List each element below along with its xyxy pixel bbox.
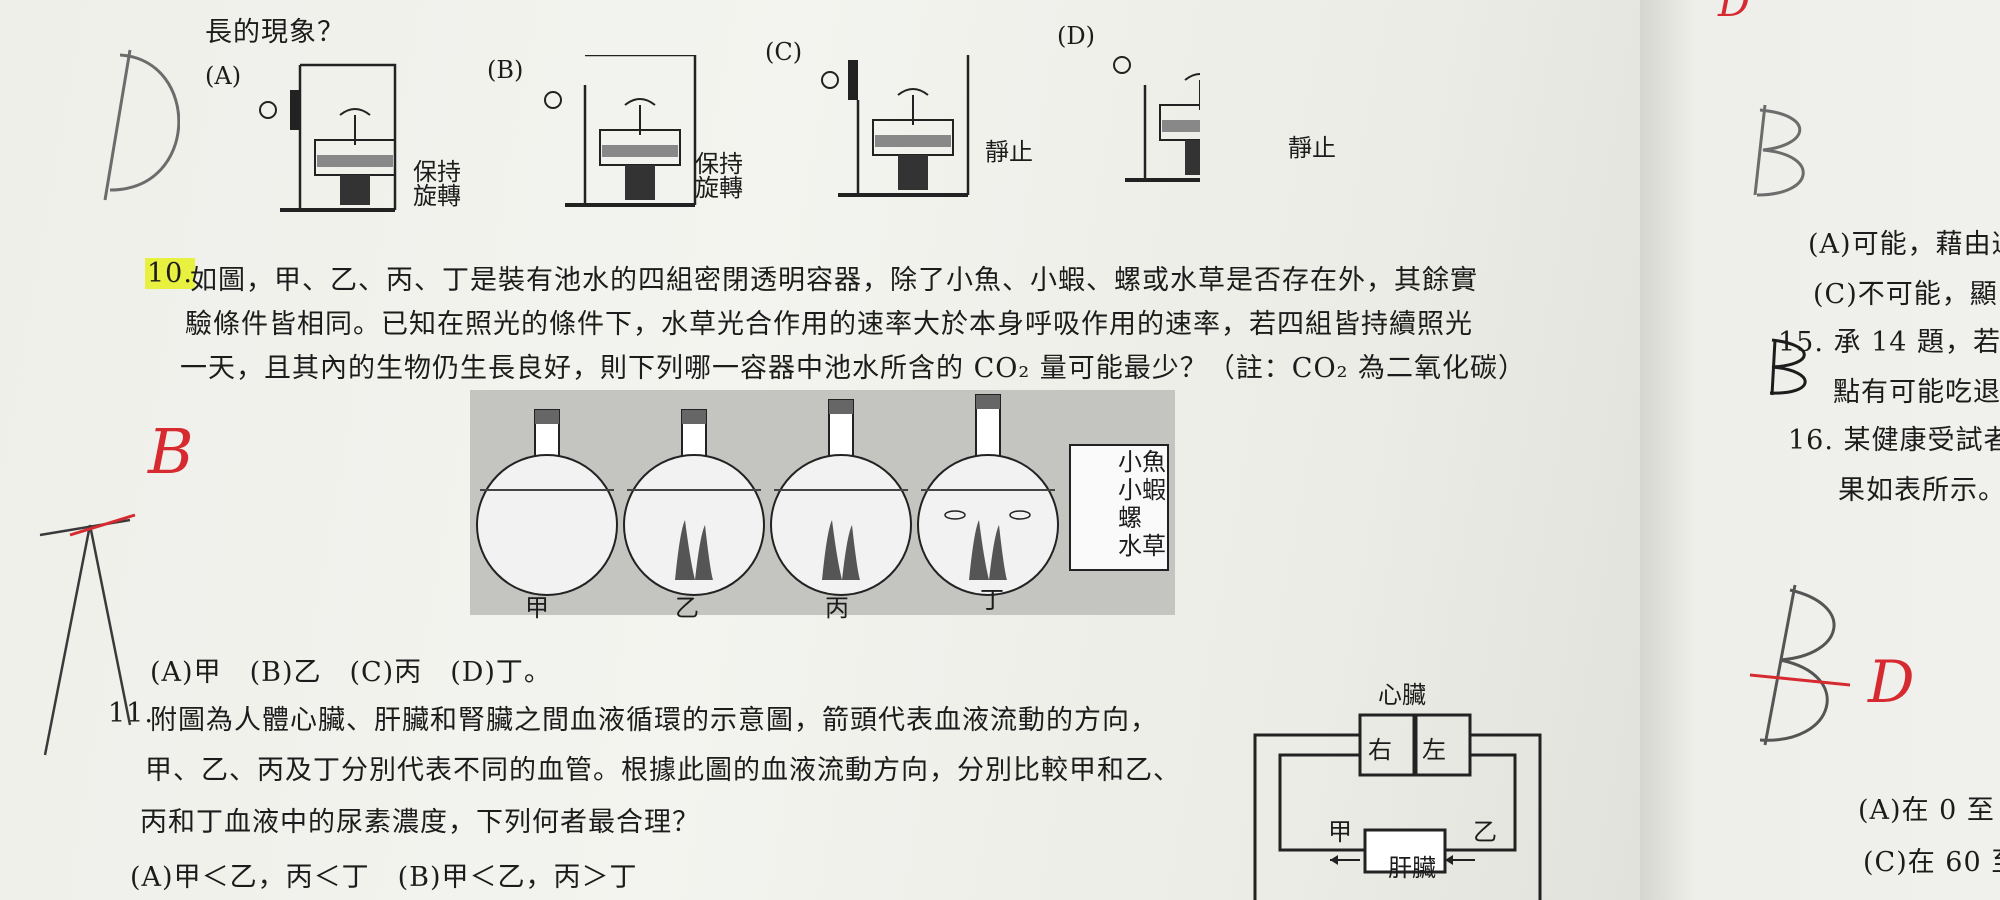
diagram-left: 左 bbox=[1422, 736, 1446, 764]
q11-line-3: 丙和丁血液中的尿素濃度，下列何者最合理？ bbox=[140, 807, 700, 838]
diagram-heart: 心臟 bbox=[1378, 681, 1426, 709]
diagram-yi: 乙 bbox=[1473, 818, 1497, 846]
flask-experiment-figure bbox=[470, 390, 1175, 615]
legend-waterweed: 水草 bbox=[1118, 532, 1166, 560]
flask-yi bbox=[623, 409, 765, 596]
q9-tail-text: 長的現象？ bbox=[205, 17, 345, 48]
label-keep-rotating-a: 保持旋轉 bbox=[413, 158, 461, 210]
q9-option-a: (A) bbox=[205, 62, 242, 90]
right-option-a: (A)可能，藉由運 bbox=[1808, 229, 2000, 260]
flask-ding bbox=[917, 394, 1059, 596]
diagram-jia: 甲 bbox=[1328, 818, 1352, 846]
pen-b-right-dark bbox=[1769, 338, 1807, 396]
flask-jia bbox=[476, 409, 618, 596]
legend-snail: 螺 bbox=[1118, 504, 1142, 532]
red-ink-b: B bbox=[148, 415, 194, 488]
q11-line-2: 甲、乙、丙及丁分別代表不同的血管。根據此圖的血液流動方向，分別比較甲和乙、 bbox=[145, 755, 1181, 786]
right-q16-cont: 果如表所示。 bbox=[1838, 475, 2000, 506]
right-bottom-c: (C)在 60 至 bbox=[1863, 847, 2000, 878]
q10-number: 10. bbox=[145, 258, 195, 289]
q9-option-c: (C) bbox=[765, 38, 803, 66]
q10-choices: (A)甲 (B)乙 (C)丙 (D)丁。 bbox=[150, 657, 552, 688]
red-ink-top-right: D bbox=[1718, 0, 1751, 26]
right-bottom-a: (A)在 0 至 bbox=[1858, 795, 1995, 826]
q11-choices: (A)甲＜乙，丙＜丁 (B)甲＜乙，丙＞丁 bbox=[130, 862, 638, 893]
red-ink-d: D bbox=[1868, 648, 1915, 716]
pen-b-crossed bbox=[1749, 584, 1851, 746]
diagram-right: 右 bbox=[1368, 736, 1392, 764]
flask-bing bbox=[770, 399, 912, 596]
apparatus-c bbox=[821, 55, 970, 197]
legend-box bbox=[1069, 444, 1169, 571]
flask-label-bing: 丙 bbox=[825, 594, 849, 622]
flask-label-ding: 丁 bbox=[980, 586, 1004, 614]
apparatus-a bbox=[259, 63, 397, 212]
right-q16: 16. 某健康受試者 bbox=[1788, 425, 2000, 456]
right-option-c: (C)不可能，顯 bbox=[1813, 279, 1998, 310]
label-still-d: 靜止 bbox=[1288, 134, 1336, 162]
flask-label-yi: 乙 bbox=[675, 594, 699, 622]
flask-legend: 小魚 小蝦 螺 水草 bbox=[1118, 448, 1166, 560]
q9-option-d: (D) bbox=[1057, 22, 1095, 50]
q10-line-2: 驗條件皆相同。已知在照光的條件下，水草光合作用的速率大於本身呼吸作用的速率，若四… bbox=[185, 309, 1473, 340]
apparatus-d bbox=[1113, 56, 1200, 182]
right-q15: 15. 承 14 題，若一 bbox=[1778, 327, 2000, 358]
pencil-d-handwriting bbox=[103, 49, 180, 201]
pencil-b-right bbox=[1753, 104, 1805, 197]
worksheet-page-right bbox=[1640, 0, 2000, 900]
right-q15-cont: 點有可能吃退 bbox=[1833, 377, 2000, 408]
legend-fish: 小魚 bbox=[1118, 448, 1166, 476]
flask-label-jia: 甲 bbox=[525, 594, 549, 622]
label-keep-rotating-b: 保持旋轉 bbox=[695, 150, 743, 202]
circulation-diagram bbox=[1253, 713, 1542, 900]
q11-line-1: 附圖為人體心臟、肝臟和腎臟之間血液循環的示意圖，箭頭代表血液流動的方向， bbox=[150, 705, 1158, 736]
legend-shrimp: 小蝦 bbox=[1118, 476, 1166, 504]
q9-apparatus-figures bbox=[259, 55, 1200, 212]
pen-a-handwriting bbox=[39, 513, 136, 756]
label-still-c: 靜止 bbox=[985, 138, 1033, 166]
apparatus-b bbox=[544, 55, 697, 207]
q10-line-1: 如圖，甲、乙、丙、丁是裝有池水的四組密閉透明容器，除了小魚、小蝦、螺或水草是否存… bbox=[190, 265, 1478, 296]
q9-option-b: (B) bbox=[487, 56, 524, 84]
diagram-liver: 肝臟 bbox=[1388, 854, 1436, 882]
q10-line-3: 一天，且其內的生物仍生長良好，則下列哪一容器中池水所含的 CO₂ 量可能最少？（… bbox=[180, 353, 1526, 384]
